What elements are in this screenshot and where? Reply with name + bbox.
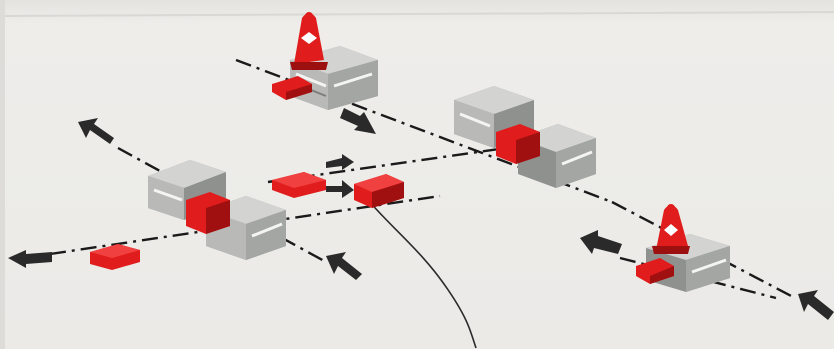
paper-edge-left [0, 0, 5, 349]
